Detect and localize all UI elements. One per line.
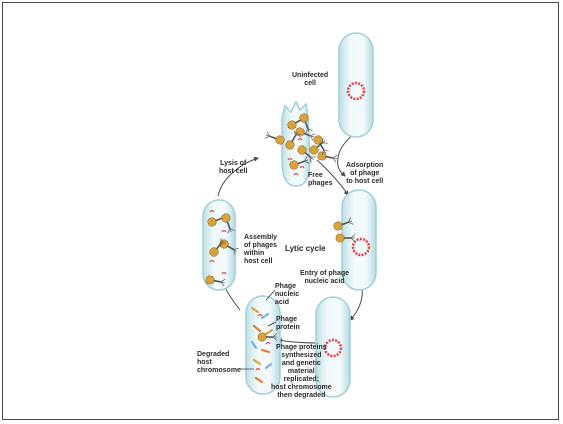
label-lysis: Lysis of host cell — [219, 160, 247, 176]
phage-icon — [317, 151, 337, 162]
label-free-phages: Free phages — [308, 172, 333, 188]
label-phage-protein: Phage protein — [276, 316, 300, 332]
label-lytic-cycle: Lytic cycle — [285, 245, 326, 253]
label-entry: Entry of phage nucleic acid — [300, 270, 349, 286]
label-assembly: Assembly of phages within host cell — [244, 234, 277, 266]
uninfected-cell — [339, 33, 373, 137]
label-uninfected-cell: Uninfected cell — [292, 72, 328, 88]
label-degraded-chromosome: Degraded host chromosome — [197, 351, 241, 375]
arrow-synthesis — [278, 340, 318, 343]
label-synthesis: Phage proteins synthesized and genetic m… — [271, 344, 332, 400]
label-phage-nucleic-acid: Phage nucleic acid — [275, 283, 299, 307]
label-adsorption: Adsorption of phage to host cell — [346, 162, 383, 186]
